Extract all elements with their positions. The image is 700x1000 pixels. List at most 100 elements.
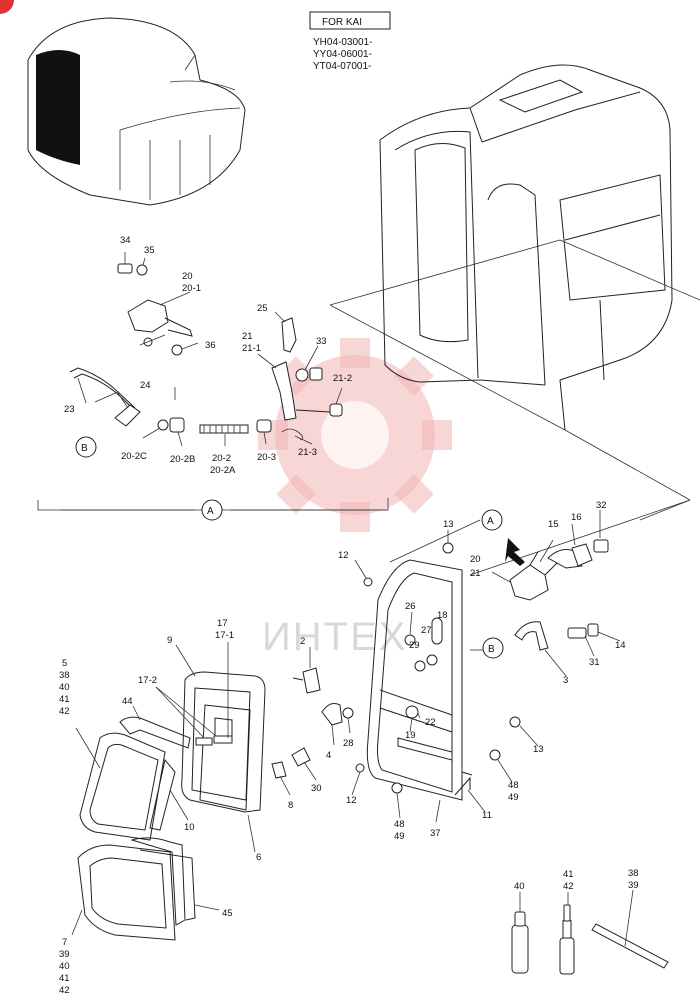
part-label: 12	[346, 795, 357, 806]
part-label: 10	[184, 822, 195, 833]
part-label: 23	[64, 404, 75, 415]
part-label: 48	[508, 780, 519, 791]
serial-2: YY04-06001-	[313, 49, 372, 60]
part-label: 20-2B	[170, 454, 195, 465]
svg-text:B: B	[488, 644, 495, 655]
part-label: 44	[122, 696, 133, 707]
part-label: 20-2	[212, 453, 231, 464]
part-label: 5	[62, 658, 67, 669]
svg-text:A: A	[487, 516, 494, 527]
part-label: 21	[470, 568, 481, 579]
part-label: 38	[628, 868, 639, 879]
part-label: 40	[59, 961, 70, 972]
leader-lines-a	[77, 252, 343, 447]
part-label: 17	[217, 618, 228, 629]
model-header: FOR KAI YH04-03001- YY04-06001- YT04-070…	[309, 11, 391, 72]
part-label: 20-1	[182, 283, 201, 294]
part-label: 21-3	[298, 447, 317, 458]
door-highlight	[36, 50, 80, 165]
callout-a-2: A	[481, 509, 503, 531]
part-label: 17-2	[138, 675, 157, 686]
part-label: 6	[256, 852, 261, 863]
part-label: 48	[394, 819, 405, 830]
part-label: 21-1	[242, 343, 261, 354]
callout-a-1: A	[201, 499, 223, 521]
part-label: 28	[343, 738, 354, 749]
part-label: 13	[443, 519, 454, 530]
part-label: 18	[437, 610, 448, 621]
watermark-text: ИНТЕХ	[262, 615, 407, 659]
model-box-label: FOR KAI	[322, 17, 362, 28]
part-label: 42	[59, 706, 70, 717]
part-label: 37	[430, 828, 441, 839]
part-label: 31	[589, 657, 600, 668]
part-label: 21-2	[333, 373, 352, 384]
part-label: 49	[394, 831, 405, 842]
part-label: 11	[482, 810, 492, 821]
part-label: 36	[205, 340, 216, 351]
part-label: 32	[596, 500, 607, 511]
part-label: 40	[59, 682, 70, 693]
part-label: 8	[288, 800, 293, 811]
svg-text:B: B	[81, 443, 88, 454]
part-label: 34	[120, 235, 131, 246]
door-assembly	[366, 559, 473, 801]
part-label: 15	[548, 519, 559, 530]
part-label: 41	[59, 694, 70, 705]
part-label: 38	[59, 670, 70, 681]
part-label: 20-3	[257, 452, 276, 463]
part-label: 4	[326, 750, 331, 761]
part-label: 12	[338, 550, 349, 561]
part-label: 33	[316, 336, 327, 347]
direction-arrow-icon	[505, 538, 525, 566]
part-label: 39	[628, 880, 639, 891]
part-number-labels: 34 35 20 20-1 36 24 23 20-2C 20-2B 20-2 …	[59, 235, 639, 996]
part-label: 26	[405, 601, 416, 612]
part-label: 20	[470, 554, 481, 565]
part-label: 40	[514, 881, 525, 892]
cab-frame	[329, 64, 700, 501]
part-label: 45	[222, 908, 233, 919]
part-label: 20-2C	[121, 451, 147, 462]
part-label: 30	[311, 783, 322, 794]
part-label: 19	[405, 730, 416, 741]
part-label: 41	[563, 869, 574, 880]
part-label: 35	[144, 245, 155, 256]
part-label: 20-2A	[210, 465, 236, 476]
part-label: 21	[242, 331, 253, 342]
part-label: 2	[300, 636, 305, 647]
model-box	[309, 11, 391, 30]
part-label: 7	[62, 937, 67, 948]
serial-3: YT04-07001-	[313, 61, 371, 72]
handle-parts	[292, 539, 609, 794]
part-label: 24	[140, 380, 151, 391]
part-label: 9	[167, 635, 172, 646]
part-label: 22	[425, 717, 436, 728]
part-label: 42	[59, 985, 70, 996]
part-label: 17-1	[215, 630, 234, 641]
leader-lines-b	[309, 499, 691, 823]
latch-assembly-a	[69, 263, 343, 441]
part-label: 41	[59, 973, 70, 984]
part-label: 42	[563, 881, 574, 892]
part-label: 3	[563, 675, 568, 686]
part-label: 29	[409, 640, 420, 651]
part-label: 27	[421, 625, 432, 636]
machine-thumbnail	[27, 17, 246, 206]
corner-marker	[0, 0, 14, 14]
consumables	[511, 889, 669, 975]
part-label: 16	[571, 512, 582, 523]
part-label: 14	[615, 640, 626, 651]
leader-lines-windows	[71, 642, 317, 936]
part-label: 39	[59, 949, 70, 960]
part-label: 13	[533, 744, 544, 755]
window-glass-parts	[77, 671, 311, 941]
part-label: 25	[257, 303, 268, 314]
serial-1: YH04-03001-	[313, 37, 372, 48]
part-label: 20	[182, 271, 193, 282]
callout-b-1: B	[75, 436, 97, 458]
part-label: 49	[508, 792, 519, 803]
callout-b-2: B	[482, 637, 504, 659]
svg-text:A: A	[207, 506, 214, 517]
